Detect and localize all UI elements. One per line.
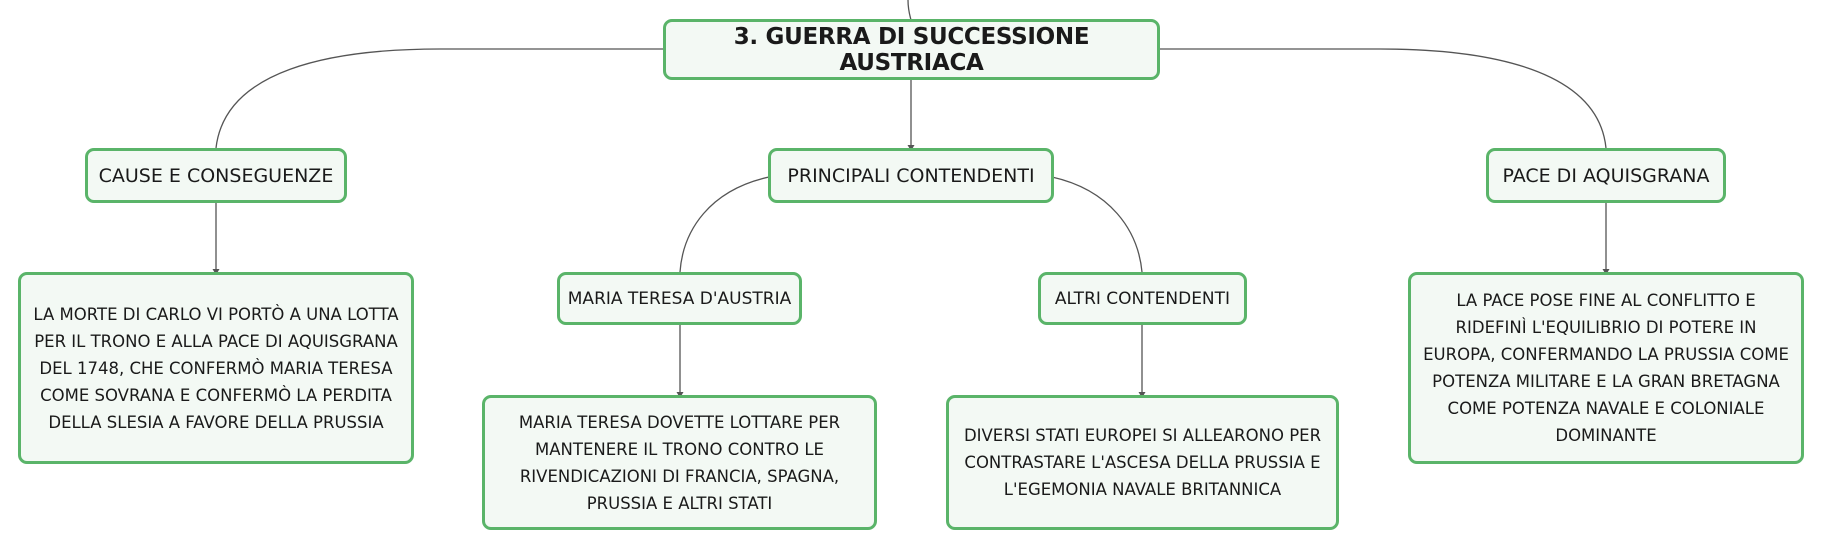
connector-contendenti-altri	[1051, 176, 1143, 273]
subtopic-altri-contendenti[interactable]: ALTRI CONTENDENTI	[1038, 272, 1247, 325]
detail-cause[interactable]: LA MORTE DI CARLO VI PORTÒ A UNA LOTTA P…	[18, 272, 414, 464]
connector-contendenti-maria	[679, 176, 770, 273]
topic-cause-label: CAUSE E CONSEGUENZE	[98, 164, 334, 187]
subtopic-maria-teresa[interactable]: MARIA TERESA D'AUSTRIA	[557, 272, 802, 325]
detail-altri-contendenti[interactable]: DIVERSI STATI EUROPEI SI ALLEARONO PER C…	[946, 395, 1339, 530]
detail-maria-text: MARIA TERESA DOVETTE LOTTARE PER MANTENE…	[518, 412, 841, 513]
topic-cause-e-conseguenze[interactable]: CAUSE E CONSEGUENZE	[85, 148, 347, 203]
subtopic-maria-label: MARIA TERESA D'AUSTRIA	[567, 288, 792, 309]
subtopic-altri-label: ALTRI CONTENDENTI	[1054, 288, 1231, 309]
connector-parent	[907, 0, 912, 21]
topic-pace-label: PACE DI AQUISGRANA	[1502, 164, 1710, 187]
detail-altri-text: DIVERSI STATI EUROPEI SI ALLEARONO PER C…	[963, 426, 1322, 499]
detail-cause-text: LA MORTE DI CARLO VI PORTÒ A UNA LOTTA P…	[33, 304, 399, 432]
topic-contendenti-label: PRINCIPALI CONTENDENTI	[787, 164, 1035, 187]
topic-principali-contendenti[interactable]: PRINCIPALI CONTENDENTI	[768, 148, 1054, 203]
detail-pace[interactable]: LA PACE POSE FINE AL CONFLITTO E RIDEFIN…	[1408, 272, 1804, 464]
detail-pace-text: LA PACE POSE FINE AL CONFLITTO E RIDEFIN…	[1423, 291, 1789, 445]
root-label: 3. GUERRA DI SUCCESSIONE AUSTRIACA	[733, 23, 1090, 76]
connector-root-cause	[215, 48, 664, 149]
root-node[interactable]: 3. GUERRA DI SUCCESSIONE AUSTRIACA	[663, 19, 1160, 80]
connector-root-pace	[1158, 48, 1607, 149]
topic-pace-di-aquisgrana[interactable]: PACE DI AQUISGRANA	[1486, 148, 1726, 203]
detail-maria-teresa[interactable]: MARIA TERESA DOVETTE LOTTARE PER MANTENE…	[482, 395, 877, 530]
